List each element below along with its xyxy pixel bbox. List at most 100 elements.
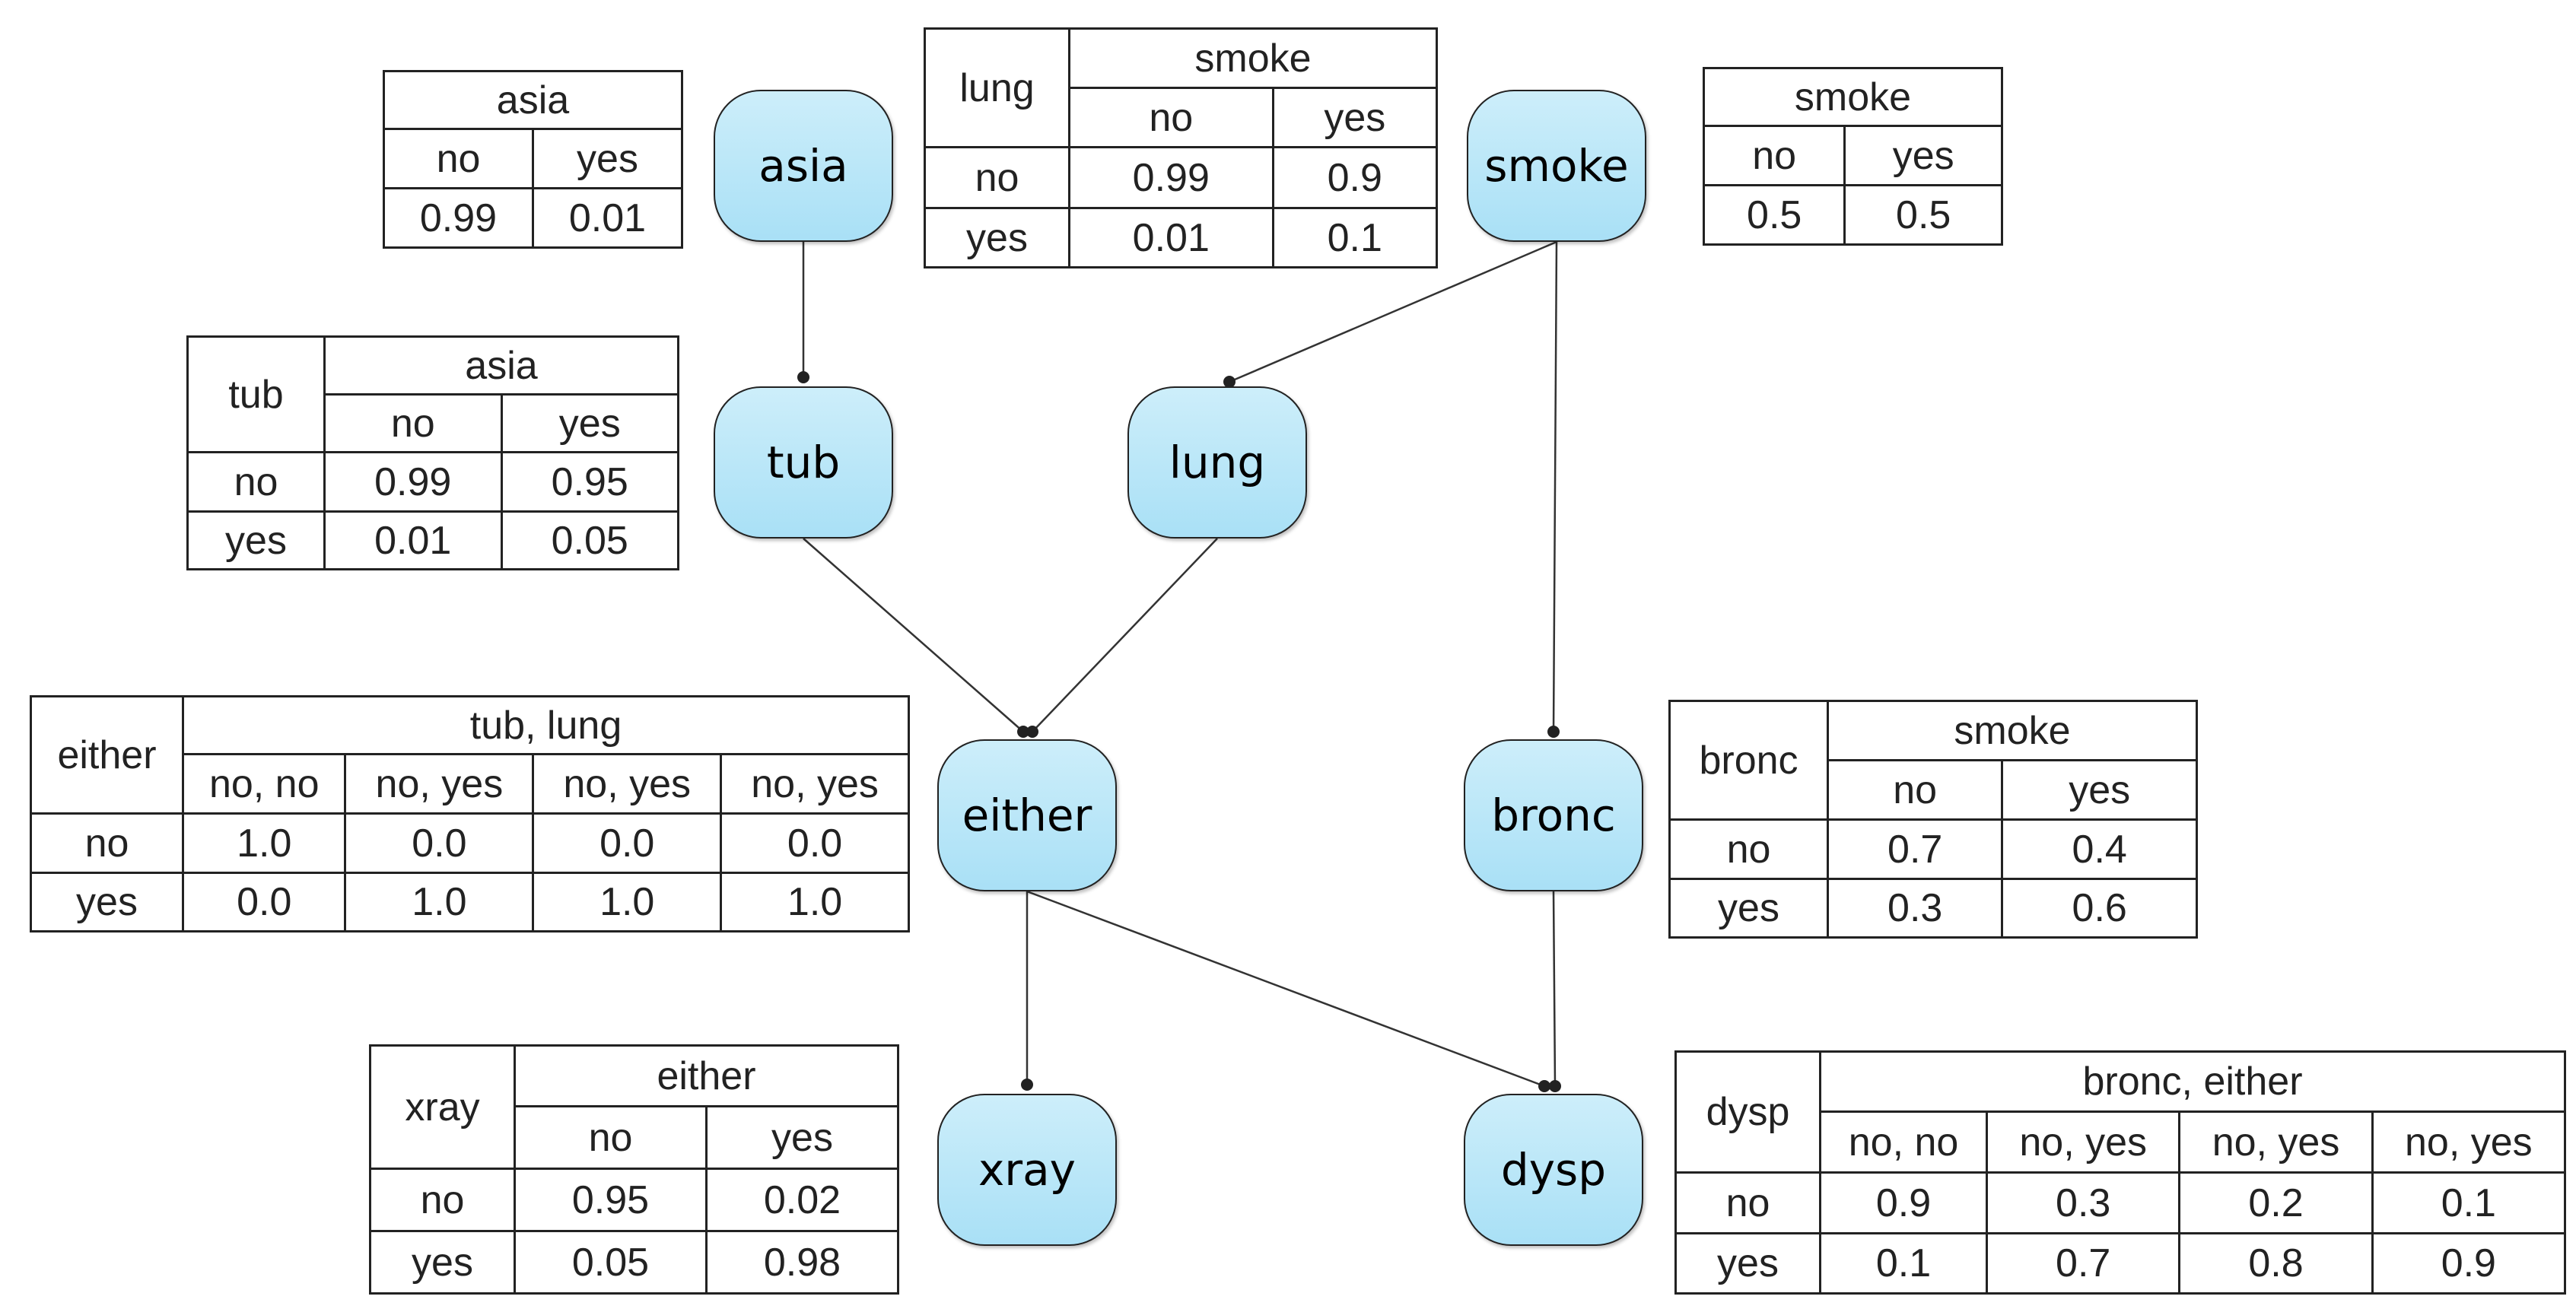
cpt-either-cell: 1.0 [344, 872, 535, 933]
edge-endpoint-either [1026, 726, 1038, 738]
cpt-asia-cell: 0.01 [532, 187, 683, 249]
edge-endpoint-tub [797, 371, 809, 383]
node-either-label: either [962, 790, 1092, 841]
edge-tub-either [803, 538, 1024, 732]
cpt-either-cell: 1.0 [181, 812, 347, 874]
cpt-dysp-row-label: no [1674, 1171, 1821, 1234]
cpt-dysp-cell: 0.7 [1986, 1232, 2181, 1295]
cpt-dysp-col: no, no [1818, 1110, 1989, 1174]
cpt-xray-cell: 0.95 [514, 1168, 708, 1232]
cpt-either-col: no, yes [532, 753, 723, 815]
node-tub[interactable]: tub [714, 386, 893, 539]
cpt-lung-col: no [1068, 87, 1274, 148]
cpt-xray-col: no [514, 1105, 708, 1170]
cpt-either-var: either [30, 695, 184, 815]
cpt-lung-cell: 0.1 [1271, 207, 1439, 268]
node-either[interactable]: either [937, 739, 1117, 891]
cpt-dysp-var: dysp [1674, 1050, 1821, 1174]
cpt-smoke-cell: 0.5 [1702, 184, 1846, 246]
edge-endpoint-either [1017, 726, 1029, 738]
cpt-smoke-col: no [1702, 125, 1846, 186]
edge-bronc-dysp [1552, 891, 1557, 1087]
cpt-asia-col: no [383, 128, 534, 189]
cpt-either-cell: 0.0 [720, 812, 910, 874]
cpt-either-cell: 1.0 [532, 872, 723, 933]
cpt-asia-title: asia [383, 70, 683, 130]
cpt-asia-col: yes [532, 128, 683, 189]
cpt-lung-cell: 0.01 [1068, 207, 1274, 268]
node-xray-label: xray [978, 1144, 1077, 1196]
cpt-lung-cell: 0.99 [1068, 146, 1274, 209]
cpt-xray-cell: 0.05 [514, 1230, 708, 1295]
cpt-either-parent: tub, lung [182, 695, 910, 755]
cpt-bronc-col: yes [2001, 759, 2198, 821]
cpt-tub-row-label: no [186, 451, 326, 513]
node-lung-label: lung [1169, 437, 1266, 488]
cpt-dysp-cell: 0.1 [1818, 1232, 1989, 1295]
node-smoke-label: smoke [1484, 140, 1629, 192]
cpt-bronc-parent: smoke [1827, 700, 2198, 761]
cpt-bronc-row-label: yes [1668, 878, 1829, 939]
cpt-either-col: no, yes [720, 753, 910, 815]
node-asia[interactable]: asia [714, 90, 893, 242]
cpt-lung-parent: smoke [1068, 27, 1438, 89]
cpt-dysp-cell: 0.2 [2178, 1171, 2374, 1234]
cpt-xray-var: xray [369, 1044, 516, 1170]
node-asia-label: asia [758, 140, 848, 192]
cpt-lung-cell: 0.9 [1271, 146, 1439, 209]
cpt-lung-row-label: yes [924, 207, 1070, 268]
cpt-either-cell: 0.0 [344, 812, 535, 874]
cpt-lung-row-label: no [924, 146, 1070, 209]
cpt-bronc-var: bronc [1668, 700, 1829, 821]
cpt-either-cell: 0.0 [532, 812, 723, 874]
node-xray[interactable]: xray [937, 1094, 1117, 1246]
edge-endpoint-bronc [1547, 726, 1560, 738]
edge-smoke-lung [1229, 240, 1557, 383]
cpt-smoke-col: yes [1843, 125, 2003, 186]
node-bronc[interactable]: bronc [1464, 739, 1643, 891]
cpt-either-col: no, yes [344, 753, 535, 815]
cpt-either-col: no, no [181, 753, 347, 815]
edge-endpoint-xray [1021, 1079, 1033, 1091]
cpt-tub-row-label: yes [186, 510, 326, 570]
cpt-bronc-col: no [1826, 759, 2004, 821]
cpt-lung-col: yes [1271, 87, 1439, 148]
edge-either-dysp [1026, 890, 1545, 1088]
cpt-dysp-cell: 0.1 [2371, 1171, 2567, 1234]
cpt-tub-cell: 0.01 [323, 510, 503, 570]
cpt-dysp-cell: 0.9 [1818, 1171, 1989, 1234]
cpt-dysp-parent: bronc, either [1819, 1050, 2566, 1113]
cpt-xray-row-label: yes [369, 1230, 516, 1295]
cpt-xray-row-label: no [369, 1168, 516, 1232]
cpt-bronc-cell: 0.3 [1826, 878, 2004, 939]
edge-lung-either [1032, 538, 1218, 732]
cpt-either-row-label: no [30, 812, 184, 874]
cpt-lung-var: lung [924, 27, 1070, 148]
cpt-either-cell: 0.0 [181, 872, 347, 933]
cpt-bronc-row-label: no [1668, 818, 1829, 880]
cpt-tub-cell: 0.05 [500, 510, 679, 570]
node-lung[interactable]: lung [1127, 386, 1307, 539]
cpt-tub-col: yes [500, 393, 679, 453]
node-dysp-label: dysp [1500, 1144, 1607, 1196]
cpt-dysp-col: no, yes [2178, 1110, 2374, 1174]
cpt-xray-cell: 0.98 [705, 1230, 899, 1295]
node-dysp[interactable]: dysp [1464, 1094, 1643, 1246]
node-smoke[interactable]: smoke [1467, 90, 1646, 242]
cpt-tub-parent: asia [323, 335, 679, 396]
cpt-bronc-cell: 0.7 [1826, 818, 2004, 880]
cpt-tub-cell: 0.99 [323, 451, 503, 513]
edge-endpoint-dysp [1549, 1080, 1561, 1092]
cpt-bronc-cell: 0.6 [2001, 878, 2198, 939]
cpt-tub-col: no [323, 393, 503, 453]
cpt-dysp-cell: 0.8 [2178, 1232, 2374, 1295]
cpt-dysp-row-label: yes [1674, 1232, 1821, 1295]
cpt-dysp-col: no, yes [1986, 1110, 2181, 1174]
